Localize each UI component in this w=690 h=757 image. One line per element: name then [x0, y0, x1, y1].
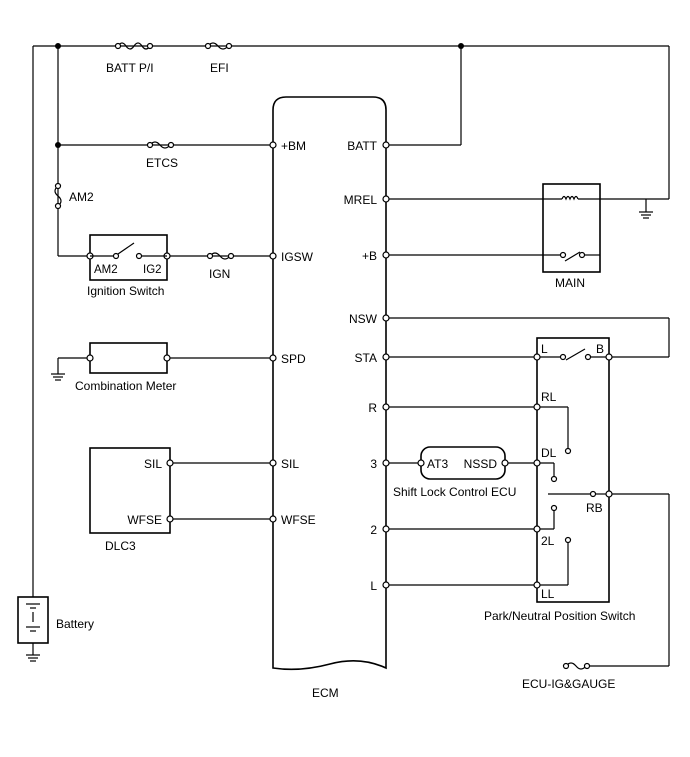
dlc3-pin-sil: SIL	[144, 457, 162, 471]
main-relay-label: MAIN	[555, 276, 585, 290]
ignition-pin-ig2: IG2	[143, 264, 162, 276]
ecm-pin-terminal	[382, 525, 390, 533]
ecm-pin-label: NSW	[349, 312, 378, 326]
battery-label: Battery	[56, 617, 94, 631]
ecm-pin-terminal	[382, 195, 390, 203]
junction-dot	[458, 43, 464, 49]
pnp-pin-l: L	[541, 342, 548, 356]
ecm-pin-label: L	[370, 579, 377, 593]
junctions	[55, 43, 464, 148]
fuse-label: IGN	[209, 267, 230, 281]
dlc3-pin-wfse: WFSE	[127, 513, 162, 527]
ground-icon	[639, 211, 653, 219]
dlc3-label: DLC3	[105, 539, 136, 553]
ecm-pin-label: 3	[370, 457, 377, 471]
fuse-etcs: ETCS	[146, 141, 178, 170]
ecm-pin-label: +B	[362, 249, 377, 263]
ecm-pin-label: STA	[355, 351, 377, 365]
pn-switch-label: Park/Neutral Position Switch	[484, 609, 635, 623]
ecm-block: ECM +BM IGSW SPD SIL WFSE BATT MREL +B N…	[269, 96, 390, 700]
shift-lock-control-ecu: AT3 NSSD Shift Lock Control ECU	[393, 446, 516, 499]
ecm-pin-label: SPD	[281, 352, 306, 366]
ecu-pin-at3: AT3	[427, 457, 448, 471]
battery: Battery	[17, 596, 94, 662]
pnp-pin-b: B	[596, 342, 604, 356]
main-relay: MAIN	[542, 183, 653, 290]
dlc3: SIL WFSE DLC3	[89, 447, 174, 553]
ecm-pin-terminal	[269, 354, 277, 362]
park-neutral-position-switch: L B RL DL RB 2L LL Park/Neutral	[484, 337, 635, 623]
ecm-label: ECM	[312, 686, 339, 700]
ecm-pin-label: 2	[370, 523, 377, 537]
ground-icon	[51, 373, 65, 381]
fuse-batt-pi: BATT P/I	[106, 42, 154, 75]
fuse-label: ECU-IG&GAUGE	[522, 677, 615, 691]
ecm-pin-terminal	[382, 459, 390, 467]
ecm-pin-terminal	[382, 141, 390, 149]
ecm-pin-terminal	[269, 515, 277, 523]
fuse-ign: IGN	[206, 252, 235, 281]
fuse-efi: EFI	[204, 42, 233, 75]
pnp-pin-ll: LL	[541, 587, 555, 601]
fuse-ecu-ig-gauge: ECU-IG&GAUGE	[522, 662, 615, 691]
pnp-pin-rb: RB	[586, 501, 603, 515]
fuse-am2: AM2	[54, 182, 94, 210]
shift-lock-ecu-label: Shift Lock Control ECU	[393, 485, 516, 499]
ecm-pin-label: R	[368, 401, 377, 415]
ecm-pin-terminal	[382, 251, 390, 259]
ground-icon	[26, 654, 40, 662]
pnp-pin-dl: DL	[541, 446, 557, 460]
ecm-pin-terminal	[382, 314, 390, 322]
fuse-label: ETCS	[146, 156, 178, 170]
fuse-label: BATT P/I	[106, 61, 154, 75]
combination-meter-label: Combination Meter	[75, 379, 176, 393]
ignition-switch: AM2 IG2 Ignition Switch	[86, 234, 171, 298]
ecm-pin-terminal	[269, 141, 277, 149]
junction-dot	[55, 142, 61, 148]
combination-meter: Combination Meter	[51, 342, 176, 393]
ecm-pin-label: IGSW	[281, 250, 314, 264]
ecm-pin-label: WFSE	[281, 513, 316, 527]
ecm-pin-label: MREL	[344, 193, 378, 207]
ecm-pin-label: SIL	[281, 457, 299, 471]
fuse-label: EFI	[210, 61, 229, 75]
ecm-pin-terminal	[382, 353, 390, 361]
pnp-pin-2l: 2L	[541, 534, 555, 548]
ecu-pin-nssd: NSSD	[464, 457, 498, 471]
fuse-label: AM2	[69, 190, 94, 204]
pnp-pin-rl: RL	[541, 390, 557, 404]
ecm-pin-terminal	[382, 581, 390, 589]
ignition-pin-am2: AM2	[94, 264, 118, 276]
junction-dot	[55, 43, 61, 49]
ignition-switch-label: Ignition Switch	[87, 284, 164, 298]
ecm-pin-label: BATT	[347, 139, 377, 153]
ecm-pin-terminal	[269, 252, 277, 260]
ecm-pin-terminal	[382, 403, 390, 411]
ecm-pin-label: +BM	[281, 139, 306, 153]
ecm-pin-terminal	[269, 459, 277, 467]
